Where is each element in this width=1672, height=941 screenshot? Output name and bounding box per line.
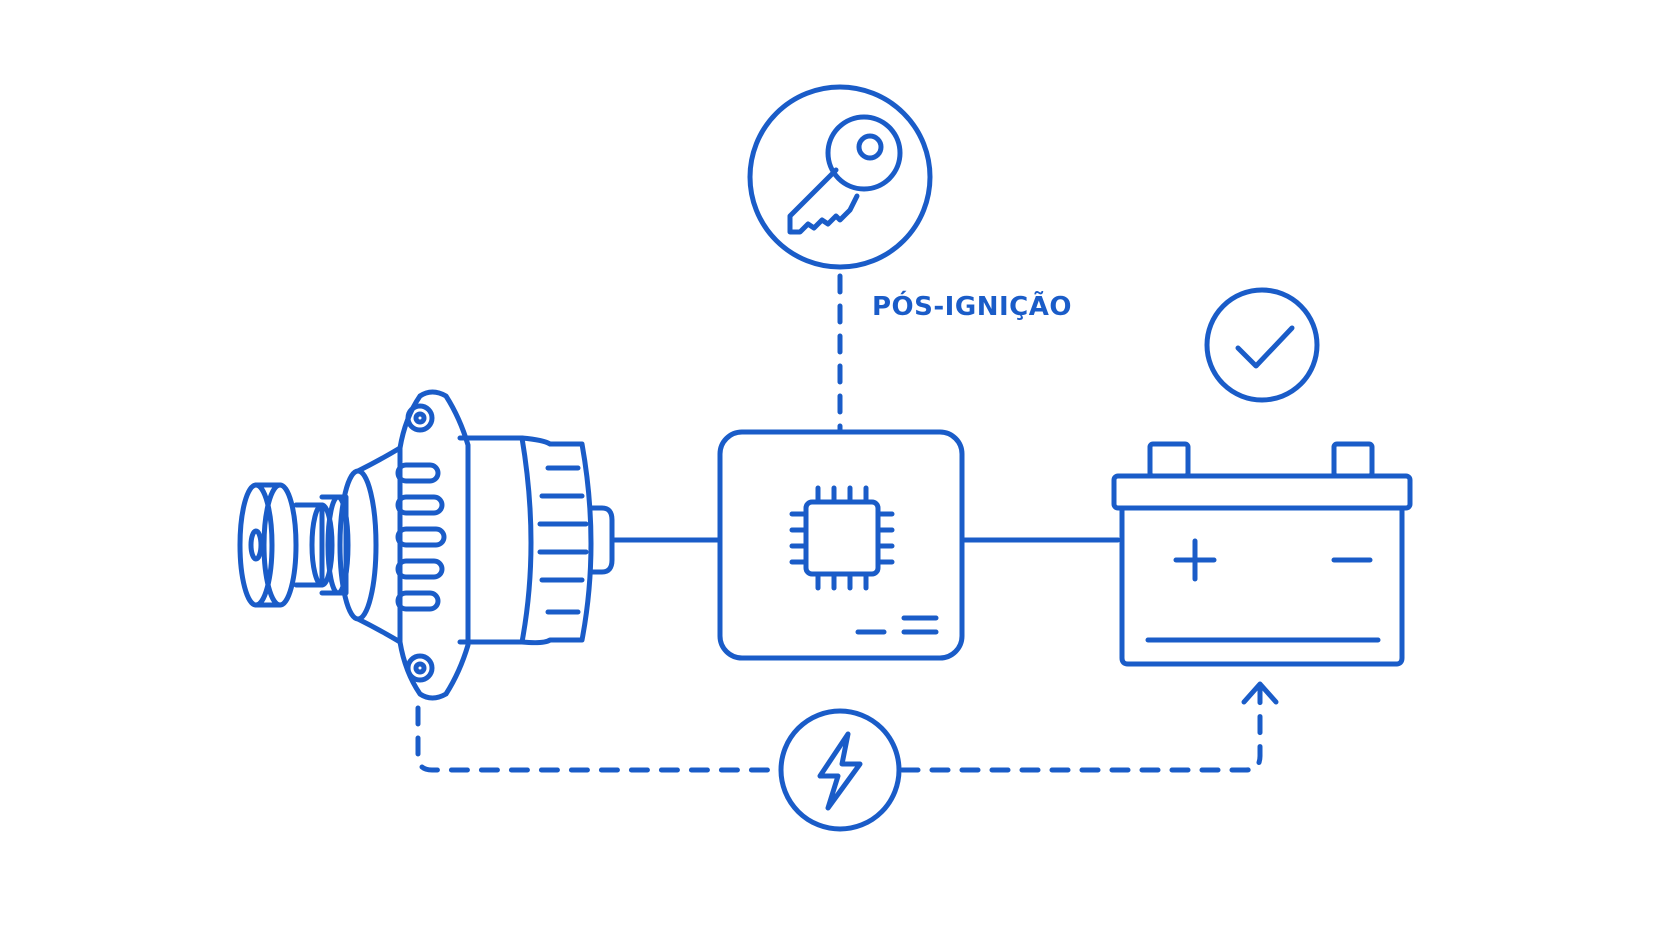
- key-icon: [787, 114, 903, 235]
- ignition-key-node: [747, 84, 933, 270]
- plus-icon: [1173, 538, 1217, 582]
- connectors: [415, 273, 1279, 773]
- lightning-icon: [817, 731, 863, 811]
- module-box: [717, 429, 965, 661]
- control-module-node: [717, 429, 965, 661]
- charge-flow-node: [778, 708, 902, 832]
- dashed-charge-loop-left: [415, 705, 781, 773]
- battery-icon: [1111, 441, 1413, 667]
- battery-lid: [1111, 473, 1413, 511]
- battery-body: [1119, 505, 1405, 667]
- alternator-icon: [237, 389, 615, 701]
- dashed-charge-loop-right: [899, 685, 1263, 773]
- module-indicator-lines: [855, 615, 939, 635]
- lightning-circle: [778, 708, 902, 832]
- key-circle: [747, 84, 933, 270]
- check-circle: [1204, 287, 1320, 403]
- status-node: [1204, 287, 1320, 403]
- arrow-up-icon: [1241, 681, 1279, 705]
- battery-node: [1111, 441, 1413, 667]
- battery-terminal-negative: [1331, 441, 1375, 479]
- ignition-label: PÓS-IGNIÇÃO: [872, 290, 1072, 322]
- battery-terminal-positive: [1147, 441, 1191, 479]
- alternator-node: [237, 389, 615, 701]
- check-icon: [1235, 325, 1295, 369]
- chip-icon: [789, 485, 895, 591]
